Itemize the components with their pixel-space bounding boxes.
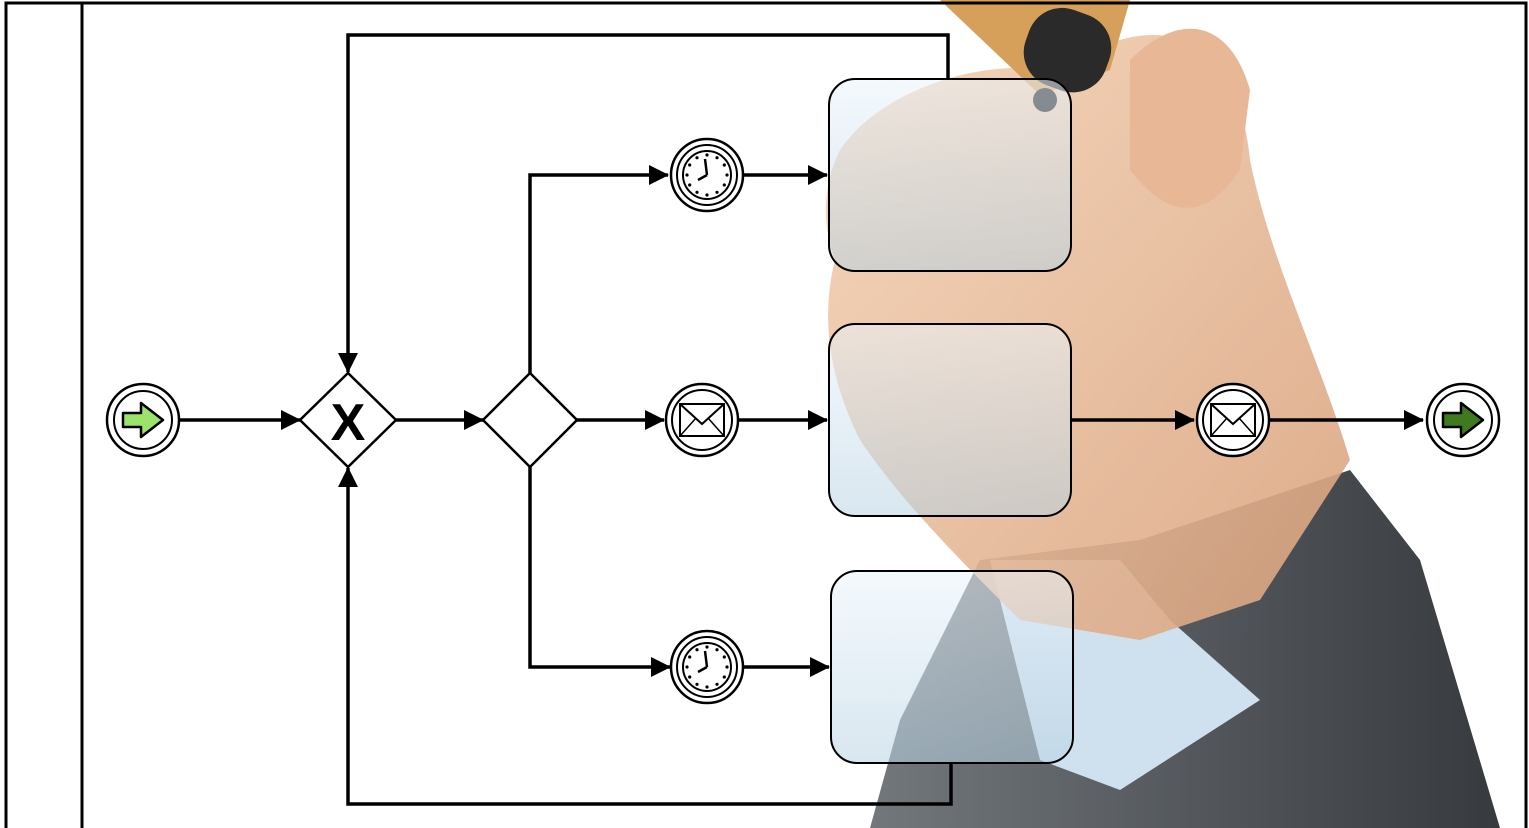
envelope-icon [1210,403,1256,437]
arrow-right-icon [1441,401,1485,439]
thumb [1130,28,1250,208]
timer-event-bottom [669,629,745,705]
task-bottom [830,570,1074,764]
pool-frame [4,1,1528,828]
envelope-icon [679,403,725,437]
start-event [105,382,181,458]
loop-bottom-flow [338,467,953,806]
exclusive-merge-gateway: X [298,371,398,469]
timer-event-top [669,137,745,213]
arrow-right-icon [121,401,165,439]
sequence-flows [180,33,1424,806]
task-middle [828,323,1072,517]
split-gateway [481,371,579,469]
flow-split-to-bottom-clock [528,467,671,677]
task-top [828,78,1072,272]
message-event-output [1195,382,1271,458]
clock-icon [682,150,732,200]
end-event [1425,382,1501,458]
gateway-x-marker: X [331,394,366,452]
message-event-middle [664,382,740,458]
flow-split-to-top-clock [528,165,669,373]
loop-top-flow [338,33,950,373]
clock-icon [682,642,732,692]
